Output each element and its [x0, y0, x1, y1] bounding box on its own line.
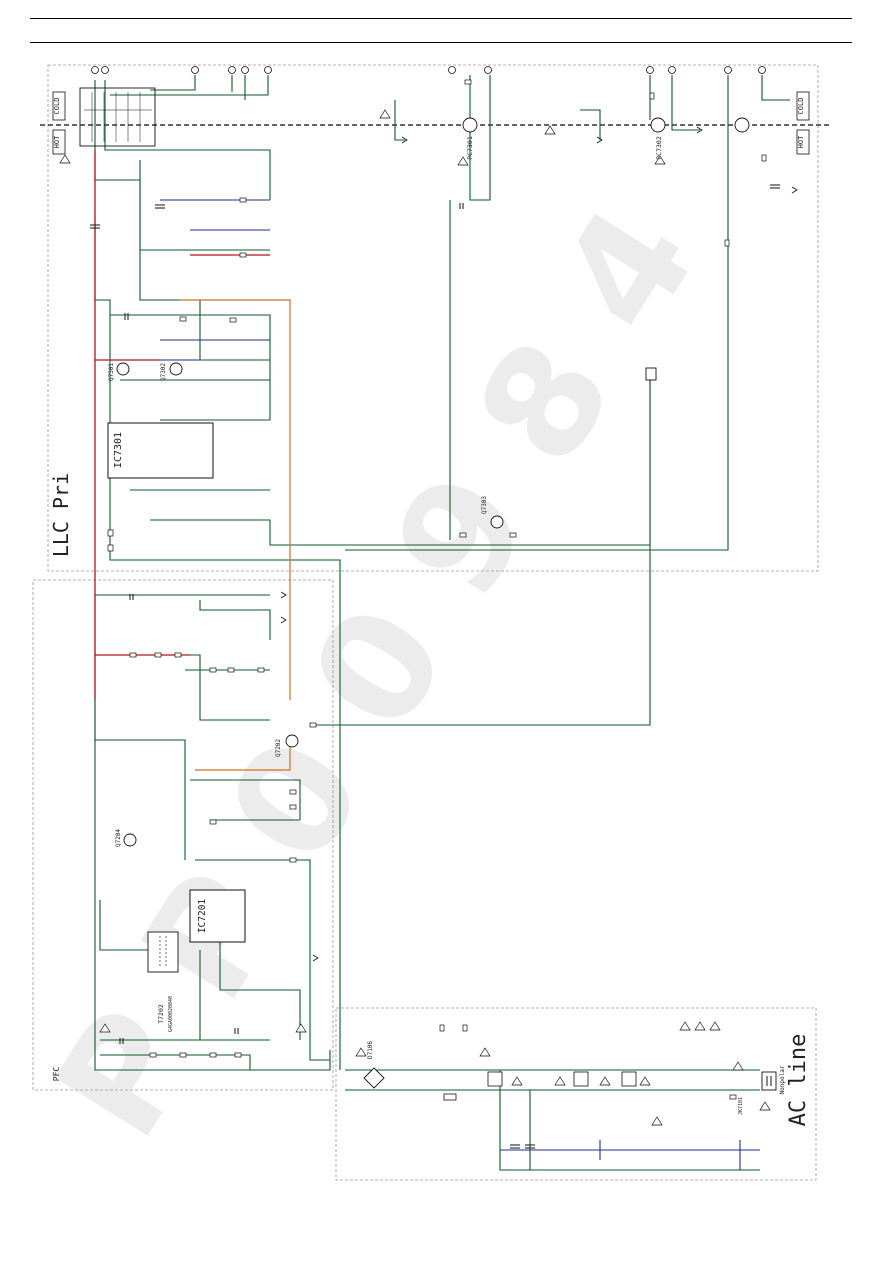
llc-frame: [47, 64, 819, 572]
hot-tag-left: HOT: [52, 129, 66, 155]
pc7302-label: PC7302: [655, 136, 663, 160]
svg-text:Q7301: Q7301: [108, 363, 115, 381]
ground-symbols: [280, 126, 798, 962]
watermark: P P 0 0 9 8 4: [23, 179, 730, 1166]
svg-text:D7106: D7106: [367, 1041, 374, 1059]
connector-pins: [91, 66, 766, 74]
cold-tag-right: COLD: [796, 91, 810, 121]
ac-section-label: AC line: [786, 1034, 811, 1127]
pfc-transformer: T7202 G4GA00020040: [147, 931, 179, 1032]
svg-text:COLD: COLD: [53, 98, 61, 115]
main-transformer: [79, 87, 156, 147]
bridge-rectifier: D7106: [363, 1041, 385, 1089]
svg-text:Q7202: Q7202: [275, 739, 282, 757]
warning-icons: [59, 109, 771, 1126]
ac-inlet: Nonpolar JK7101: [738, 1065, 786, 1115]
ic7301-chip: IC7301: [107, 422, 214, 479]
svg-text:Q7302: Q7302: [160, 363, 167, 381]
q7301-label: Q7301: [108, 363, 115, 381]
wiring-orange: [180, 299, 291, 771]
pfc-frame: [32, 579, 334, 1091]
svg-text:T7202: T7202: [157, 1004, 165, 1024]
wiring-red: [94, 150, 270, 700]
ic7201-chip: IC7201: [189, 889, 246, 943]
hot-tag-right: HOT: [796, 129, 810, 155]
pfc-section-label: PFC: [52, 1067, 61, 1082]
svg-text:PC7302: PC7302: [655, 136, 663, 160]
capacitors: [90, 184, 780, 1149]
svg-text:COLD: COLD: [797, 98, 805, 115]
line-filters: [443, 1071, 637, 1101]
svg-text:PC7301: PC7301: [466, 136, 474, 160]
passive-parts: [107, 79, 767, 1100]
svg-text:IC7201: IC7201: [197, 899, 208, 934]
pc-opto-block: [645, 367, 657, 381]
svg-text:HOT: HOT: [797, 135, 805, 148]
top-rule: [30, 18, 852, 19]
svg-text:JK7101: JK7101: [738, 1097, 744, 1115]
q7302-label: Q7302: [160, 363, 167, 381]
q7204-label: Q7204: [115, 829, 122, 847]
svg-text:IC7301: IC7301: [113, 432, 124, 468]
wiring-main: [94, 75, 790, 1171]
pc7301-label: PC7301: [466, 136, 474, 160]
svg-text:Q7303: Q7303: [481, 496, 488, 514]
svg-text:Nonpolar: Nonpolar: [779, 1065, 786, 1094]
llc-section-label: LLC Pri: [49, 473, 73, 557]
q7303-label: Q7303: [481, 496, 488, 514]
svg-text:Q7204: Q7204: [115, 829, 122, 847]
transistor-symbols: [116, 117, 750, 847]
svg-text:G4GA00020040: G4GA00020040: [168, 996, 174, 1032]
cold-tag-left: COLD: [52, 91, 66, 121]
header-rule: [30, 42, 852, 43]
svg-text:HOT: HOT: [53, 135, 61, 148]
q7202-label: Q7202: [275, 739, 282, 757]
ac-frame: [335, 1007, 817, 1181]
